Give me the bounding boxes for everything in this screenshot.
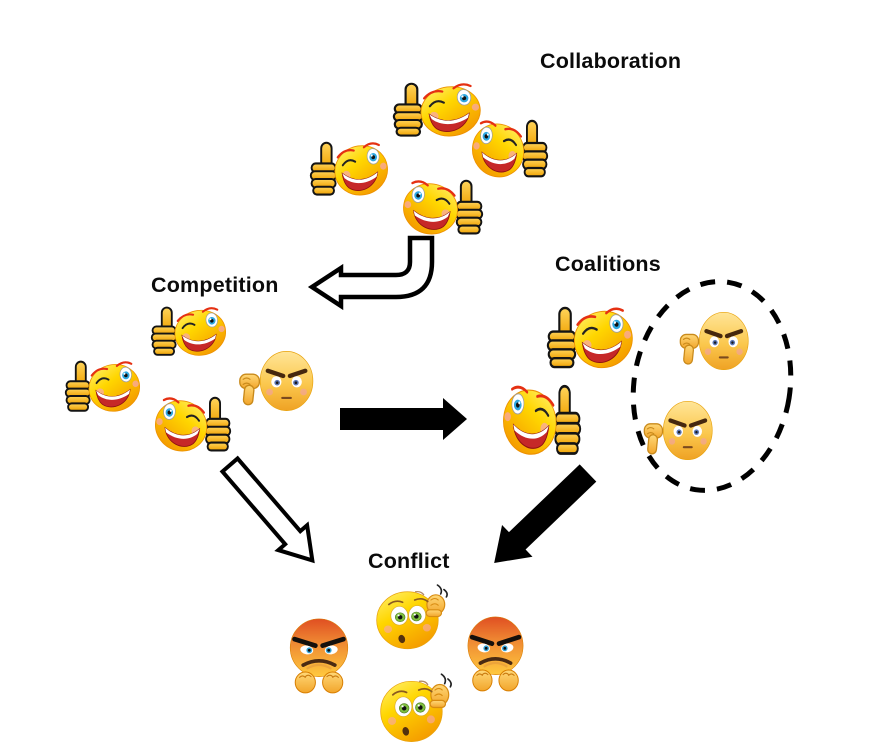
arrow-coalitions-to-conflict xyxy=(494,464,597,563)
confused-head-scratch-emoji xyxy=(379,673,453,743)
coalition-dashed-ellipse xyxy=(630,279,794,493)
confused-head-scratch-emoji xyxy=(375,584,449,650)
arrow-competition-to-coalitions xyxy=(340,398,467,440)
angry-fists-emoji xyxy=(461,614,530,692)
label-collaboration: Collaboration xyxy=(540,49,682,73)
thumbs-up-wink-emoji xyxy=(468,118,549,182)
angry-thumbs-down-emoji xyxy=(638,398,717,463)
thumbs-up-wink-emoji xyxy=(499,383,582,461)
thumbs-up-wink-emoji xyxy=(64,359,144,416)
label-coalitions: Coalitions xyxy=(555,252,661,276)
label-competition: Competition xyxy=(151,273,279,297)
angry-thumbs-down-emoji xyxy=(233,348,318,414)
thumbs-up-wink-emoji xyxy=(309,140,392,200)
label-conflict: Conflict xyxy=(368,549,450,573)
thumbs-up-wink-emoji xyxy=(151,395,232,456)
angry-fists-emoji xyxy=(283,616,355,694)
arrow-collaboration-to-competition xyxy=(307,235,435,311)
thumbs-up-wink-emoji xyxy=(546,305,637,374)
arrow-competition-to-conflict xyxy=(219,455,315,564)
thumbs-up-wink-emoji xyxy=(150,305,230,360)
angry-thumbs-down-emoji xyxy=(674,309,753,373)
thumbs-up-wink-emoji xyxy=(399,178,484,239)
